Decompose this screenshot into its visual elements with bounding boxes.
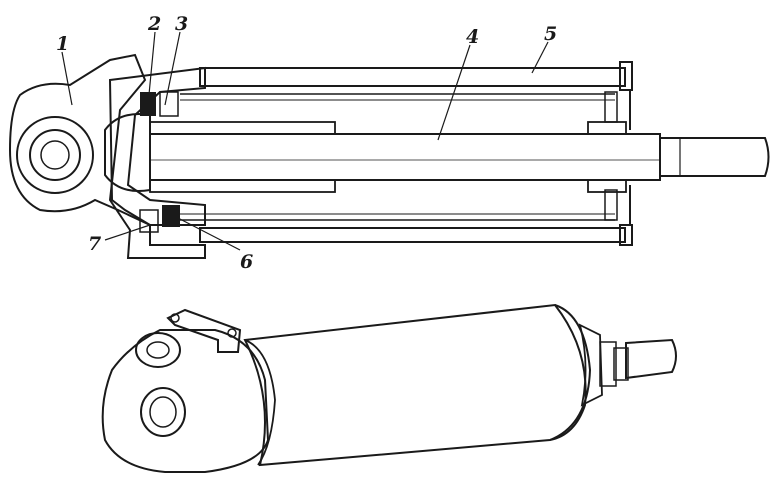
cylinder-head-block: [101, 329, 270, 473]
leader-5: [531, 41, 549, 74]
leader-6: [177, 217, 241, 251]
leader-2: [147, 31, 156, 106]
callout-4: 4: [466, 26, 479, 48]
seal-6: [162, 205, 180, 227]
inner-sleeve: [180, 91, 618, 221]
leader-lines: [61, 31, 549, 251]
seal-7: [139, 209, 159, 233]
callout-1: 1: [56, 33, 69, 55]
cylinder-tube: [199, 61, 633, 246]
callout-2: 2: [147, 13, 161, 35]
rear-collar: [578, 323, 629, 407]
side-port: [140, 387, 186, 437]
piston-rod: [149, 121, 770, 193]
seal-3: [159, 91, 179, 117]
callout-7: 7: [88, 233, 101, 255]
leader-4: [437, 44, 471, 141]
eye-head: [8, 53, 206, 259]
leader-1: [61, 51, 73, 106]
callout-3: 3: [175, 13, 188, 35]
callout-labels: 1 2 3 4 5 6 7: [56, 13, 557, 273]
top-port: [135, 332, 181, 368]
callout-6: 6: [240, 251, 253, 273]
leader-7: [104, 224, 151, 241]
callout-5: 5: [544, 23, 557, 45]
mounting-bracket: [166, 308, 242, 353]
threaded-rod-end: [625, 338, 677, 380]
cylinder-barrel: [243, 303, 592, 467]
end-cap: [104, 66, 206, 233]
cross-section-view: 1 2 3 4 5 6 7: [8, 13, 770, 273]
perspective-view: [101, 303, 677, 473]
piston-tube: [149, 121, 336, 193]
leader-3: [164, 31, 181, 106]
